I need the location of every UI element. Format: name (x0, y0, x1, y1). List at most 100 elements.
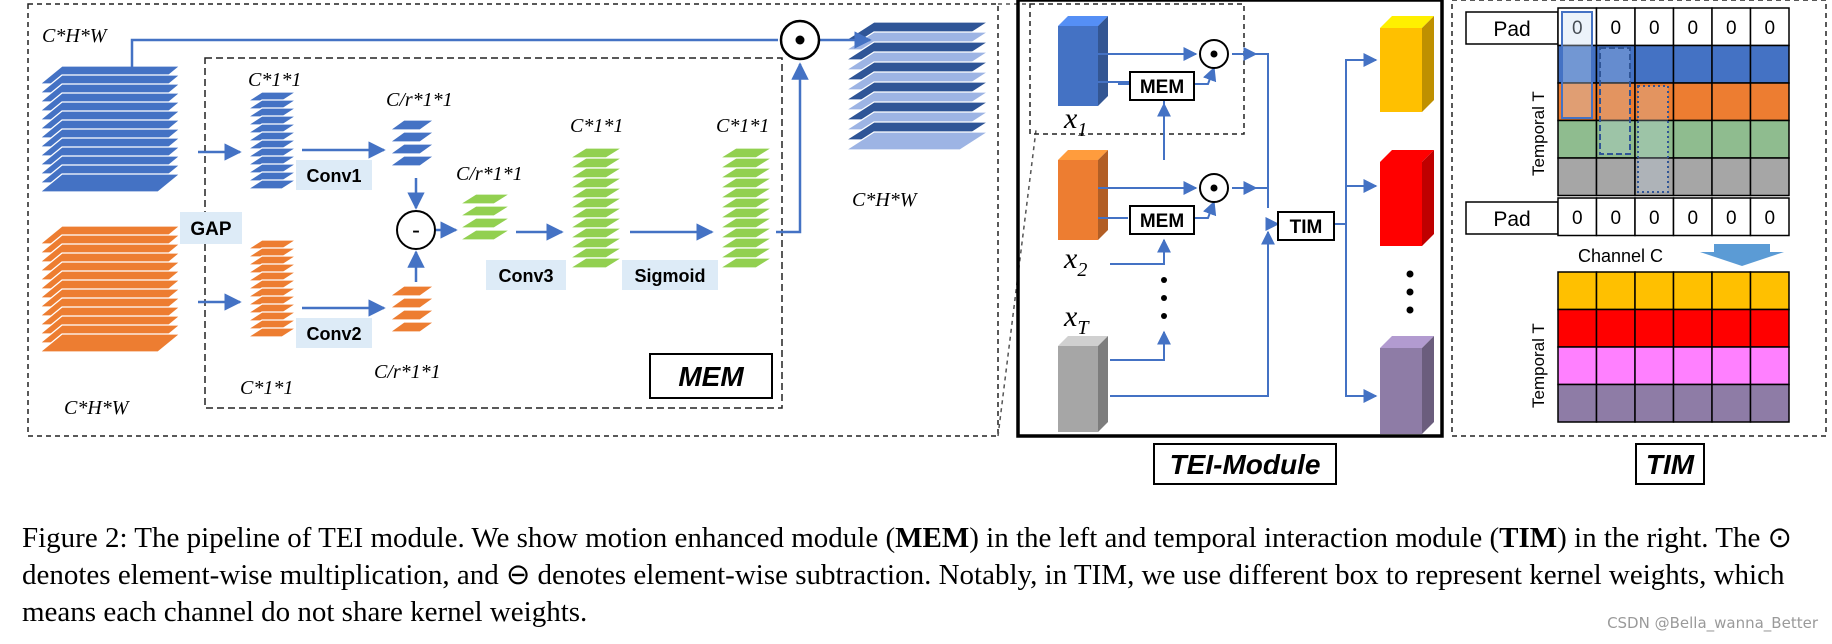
conv3-stack-layer (567, 147, 625, 159)
input-top-dim: C*H*W (42, 25, 109, 47)
conv3-stack (567, 147, 625, 269)
temporal-label-bottom: Temporal T (1529, 323, 1548, 408)
tim-out-row-pink-cell (1711, 346, 1752, 386)
pad-bottom-row-value: 0 (1610, 208, 1621, 229)
diff-stack-layer (457, 205, 513, 217)
x2-label: x2 (1063, 242, 1087, 281)
tim-row-green-cell (1711, 119, 1752, 159)
tei-title: TEI-Module (1170, 449, 1321, 480)
out-cube-2-front (1380, 162, 1422, 246)
tim-row-gray-cell (1711, 157, 1752, 197)
out-cube-T-top (1380, 336, 1434, 348)
pad-top-box (1465, 11, 1559, 45)
pad-bottom-row-value: 0 (1764, 208, 1775, 229)
tim-out-row-purple-cell (1595, 383, 1636, 423)
tim-out-row-yellow-cell (1711, 271, 1752, 311)
tim-out-row-red-cell (1595, 308, 1636, 348)
tim-row-gray-cell (1595, 157, 1636, 197)
sigmoid-stack-layer (717, 207, 775, 219)
output-stack (843, 21, 991, 151)
sigmoid-stack-layer (717, 167, 775, 179)
tim-row-gray-cell (1749, 157, 1790, 197)
sigmoid-dim: C*1*1 (716, 115, 769, 137)
gap-top-dim: C*1*1 (248, 69, 301, 91)
tim-out-row-purple-cell (1711, 383, 1752, 423)
conv1-label-bg (296, 160, 372, 190)
conv3-stack-layer (567, 217, 625, 229)
gap-label: GAP (190, 219, 232, 240)
conv2-label-bg (296, 318, 372, 348)
conv3-stack-layer (567, 187, 625, 199)
tim-row-orange-cell (1672, 82, 1713, 122)
tim-out-row-purple-cell (1557, 383, 1598, 423)
pad-top-row-value: 0 (1687, 18, 1698, 39)
tim-out-row-pink-cell (1595, 346, 1636, 386)
tim-row-gray-cell (1557, 157, 1598, 197)
tim-row-green-cell (1595, 119, 1636, 159)
out-cube-T-side (1422, 336, 1434, 434)
sigmoid-stack-layer (717, 157, 775, 169)
tei-tim-label: TIM (1290, 217, 1323, 238)
out-cube-1 (1380, 16, 1434, 112)
output-stack-layer (843, 131, 991, 151)
tim-row-orange-cell (1711, 82, 1752, 122)
out-cube-2-side (1422, 150, 1434, 246)
subtract-symbol: - (412, 217, 420, 244)
out-cube-T-front (1380, 348, 1422, 434)
tim-row-orange-cell (1749, 82, 1790, 122)
x2-cube-side (1098, 150, 1108, 240)
pad-top-row-cell (1634, 7, 1675, 47)
tim-out-row-purple-cell (1749, 383, 1790, 423)
conv1-stack (387, 119, 437, 167)
conv1-stack-layer (387, 131, 437, 143)
sigmoid-stack-layer (717, 217, 775, 229)
tim-out-row-pink-cell (1557, 346, 1598, 386)
tei-mem-box-2 (1129, 205, 1195, 235)
tim-out-row-yellow-cell (1749, 271, 1790, 311)
gap-stack-top-layer (245, 179, 299, 190)
tim-row-green-cell (1749, 119, 1790, 159)
tim-title: TIM (1646, 449, 1695, 480)
tim-out-row-pink-cell (1672, 346, 1713, 386)
pad-top-row-value: 0 (1649, 18, 1660, 39)
tim-out-row-yellow-cell (1595, 271, 1636, 311)
out-cube-2 (1380, 150, 1434, 246)
conv3-dim: C*1*1 (570, 115, 623, 137)
tim-out-row-red-cell (1749, 308, 1790, 348)
tei-box (1016, 0, 1444, 438)
pad-bottom-row-value: 0 (1649, 208, 1660, 229)
x1-cube-side (1098, 16, 1108, 106)
conv3-stack-layer (567, 247, 625, 259)
tim-out-row-purple-cell (1634, 383, 1675, 423)
tim-out-row-red-cell (1557, 308, 1598, 348)
tim-out-row-yellow-cell (1557, 271, 1598, 311)
tim-out-row-red-cell (1672, 308, 1713, 348)
x2-cube-top (1058, 150, 1108, 160)
sigmoid-stack-layer (717, 197, 775, 209)
pad-bottom-label: Pad (1493, 208, 1530, 231)
tim-row-blue-cell (1749, 44, 1790, 84)
tim-out-row-yellow-cell (1672, 271, 1713, 311)
conv1-label: Conv1 (306, 166, 361, 186)
tim-row-gray-cell (1672, 157, 1713, 197)
out-cube-1-side (1422, 16, 1434, 112)
tim-row-orange-cell (1595, 82, 1636, 122)
conv1-dim: C/r*1*1 (386, 89, 453, 111)
xT-cube-front (1058, 346, 1098, 432)
pad-top-row-value: 0 (1764, 18, 1775, 39)
conv2-stack-layer (387, 297, 437, 309)
weight-arrow (776, 62, 809, 234)
pad-bottom-row-cell (1634, 197, 1675, 237)
diff-stack-layer (457, 229, 513, 241)
out-cube-T (1380, 336, 1434, 434)
channel-label: Channel C (1578, 246, 1663, 266)
pad-bottom-row-cell (1595, 197, 1636, 237)
tim-row-green-cell (1557, 119, 1598, 159)
sigmoid-stack-layer (717, 147, 775, 159)
tim-out-row-pink-cell (1634, 346, 1675, 386)
subtract-node (396, 210, 436, 250)
tim-row-green-cell (1672, 119, 1713, 159)
mem-title-box (649, 353, 773, 399)
gap-stack-top (245, 91, 299, 190)
tim-out-row-pink-cell (1749, 346, 1790, 386)
